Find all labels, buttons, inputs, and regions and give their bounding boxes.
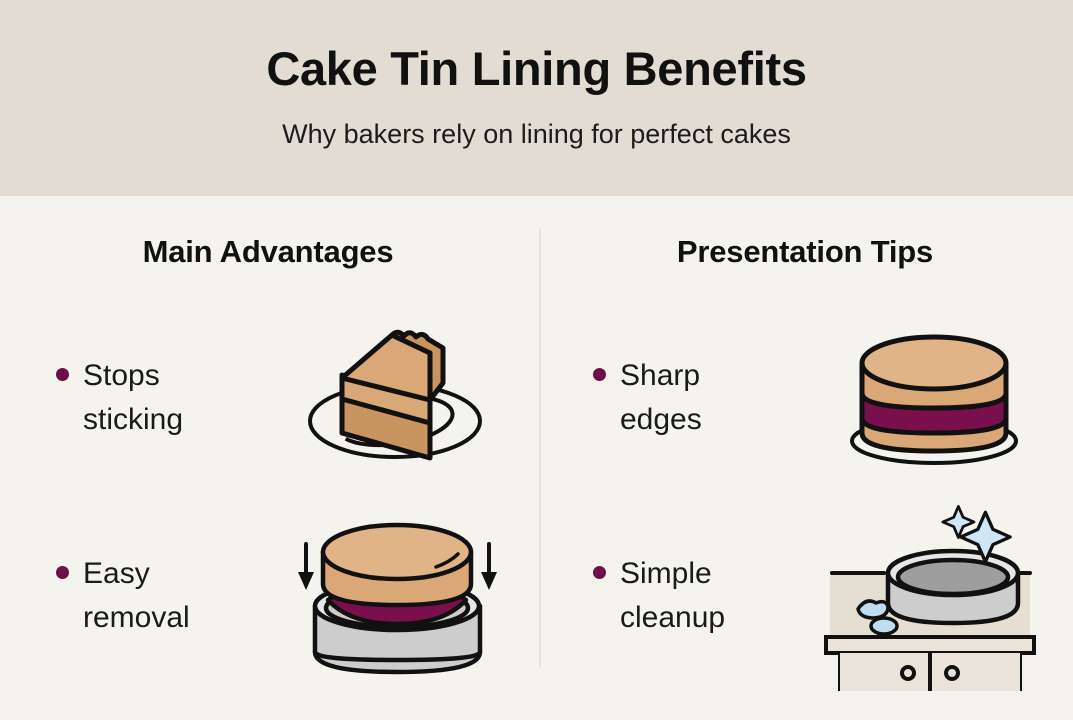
illustration-layered-round-cake — [795, 323, 1073, 473]
cake-slice-on-plate-icon — [308, 329, 482, 461]
cake-lifting-out-of-tin-icon — [297, 522, 497, 674]
bullet-dot-icon — [593, 367, 606, 381]
clean-tin-on-counter-icon — [823, 504, 1036, 691]
bullet-label: Easy removal — [83, 556, 190, 634]
column-heading-right: Presentation Tips — [676, 234, 934, 269]
bullet-block-simple-cleanup: Simple cleanup — [537, 552, 795, 641]
list-item: Sharp edges — [537, 298, 1073, 498]
bullet-block-easy-removal: Easy removal — [0, 552, 258, 641]
header-band: Cake Tin Lining Benefits Why bakers rely… — [0, 0, 1073, 196]
list-item: Stops sticking — [0, 298, 536, 498]
list-item: Easy removal — [0, 496, 536, 696]
bullet-dot-icon — [593, 565, 606, 579]
page-subtitle: Why bakers rely on lining for perfect ca… — [282, 119, 791, 149]
page-title: Cake Tin Lining Benefits — [266, 42, 807, 95]
bullet-block-stops-sticking: Stops sticking — [0, 354, 258, 443]
bullet-dot-icon — [56, 367, 69, 381]
column-divider — [539, 228, 541, 668]
bullet-label: Simple cleanup — [620, 556, 726, 634]
layered-round-cake-icon — [849, 334, 1018, 465]
column-heading-left: Main Advantages — [142, 234, 394, 269]
bullet-label: Stops sticking — [83, 358, 184, 436]
illustration-cake-slice-on-plate — [258, 323, 536, 473]
column-presentation-tips: Presentation Tips Sharp edges — [537, 196, 1073, 720]
illustration-clean-tin-on-counter — [795, 499, 1073, 694]
illustration-cake-lifting-out-of-tin — [258, 504, 536, 689]
bullet-dot-icon — [56, 565, 69, 579]
columns-container: Main Advantages Stops sticking — [0, 196, 1073, 720]
column-main-advantages: Main Advantages Stops sticking — [0, 196, 536, 720]
bullet-block-sharp-edges: Sharp edges — [537, 354, 795, 443]
list-item: Simple cleanup — [537, 496, 1073, 696]
bullet-label: Sharp edges — [620, 358, 702, 436]
